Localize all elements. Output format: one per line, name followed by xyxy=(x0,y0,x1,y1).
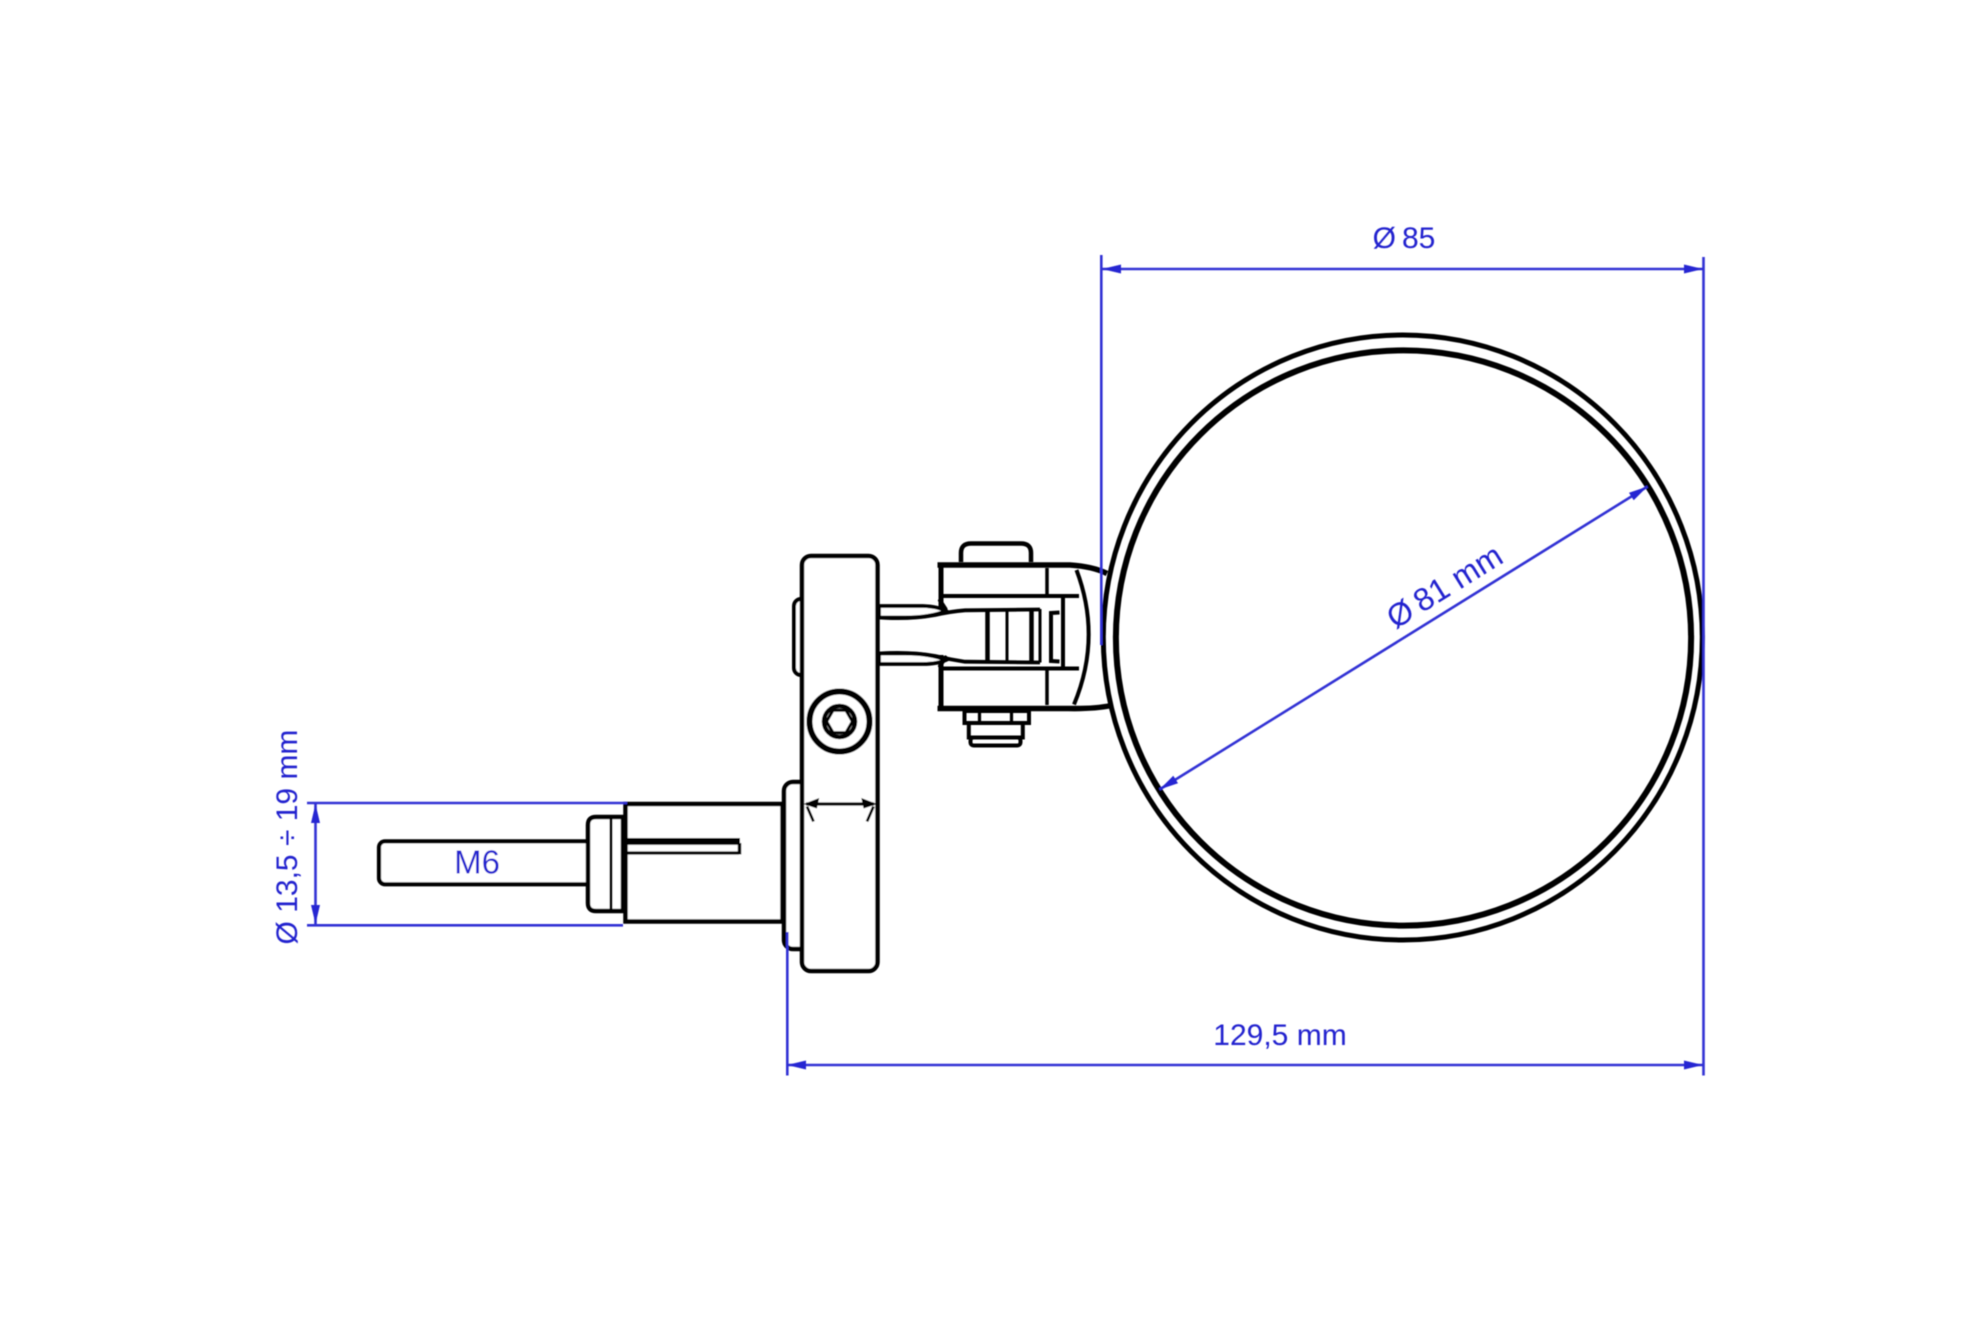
svg-text:Ø 85: Ø 85 xyxy=(1373,222,1436,255)
svg-text:M6: M6 xyxy=(454,844,500,881)
svg-text:129,5 mm: 129,5 mm xyxy=(1213,1019,1346,1052)
svg-text:Ø 13,5 ÷ 19 mm: Ø 13,5 ÷ 19 mm xyxy=(271,730,304,945)
